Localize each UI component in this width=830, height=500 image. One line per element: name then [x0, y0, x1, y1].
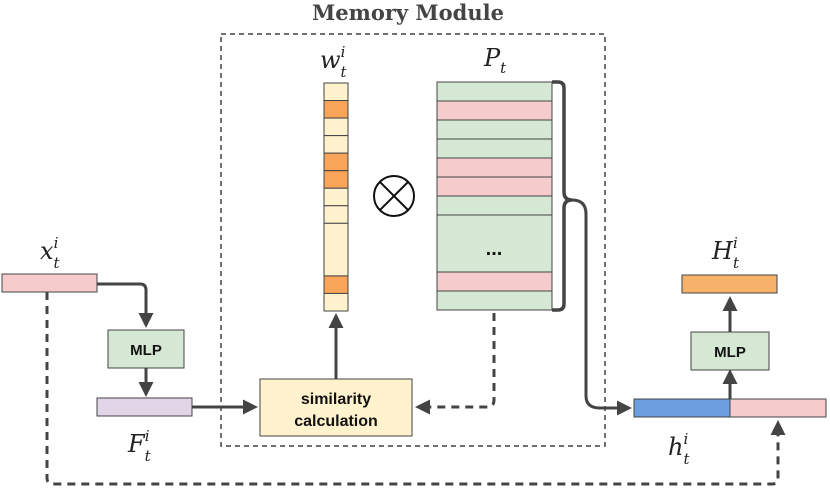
w-weights-label: wti	[320, 43, 348, 81]
weight-cell	[323, 222, 349, 277]
memory-to-similarity-arrow	[415, 313, 496, 415]
memory-row	[436, 119, 553, 140]
f-feature-bar	[96, 397, 193, 417]
h-hidden-bar-blue	[633, 398, 731, 418]
similarity-label-line1: similarity	[301, 391, 371, 408]
memory-row	[436, 176, 553, 197]
mlp-right-label: MLP	[714, 344, 746, 361]
memory-row	[436, 195, 553, 216]
p-memory-label: Pt	[483, 44, 507, 77]
weight-cell	[323, 117, 349, 137]
mlp-right-box	[690, 331, 770, 371]
weight-cell	[323, 275, 349, 294]
memory-row	[436, 290, 553, 311]
similarity-label-line2: calculation	[294, 413, 378, 430]
memory-row	[436, 138, 553, 159]
weight-cell	[323, 205, 349, 224]
weights-vector	[323, 82, 349, 312]
x-input-bar	[1, 273, 98, 293]
weight-cell	[323, 82, 349, 102]
x-input-label: xti	[40, 234, 61, 272]
weight-cell	[323, 152, 349, 172]
memory-to-h-arrow	[571, 198, 632, 416]
memory-brace	[552, 80, 573, 312]
f-feature-label: Fti	[127, 427, 152, 465]
memory-module-frame	[220, 33, 606, 447]
x-to-mlp-arrow	[97, 282, 154, 328]
weight-cell	[323, 292, 349, 312]
weight-cell	[323, 100, 349, 119]
otimes-circle	[373, 175, 415, 217]
memory-matrix	[436, 81, 553, 311]
H-output-bar	[681, 274, 778, 294]
memory-row	[436, 271, 553, 292]
memory-row	[436, 100, 553, 121]
h-hidden-bar-pink	[729, 398, 827, 418]
memory-row	[436, 157, 553, 178]
memory-module-title: Memory Module	[312, 0, 504, 25]
otimes-cross-b	[379, 181, 409, 211]
memory-ellipsis: ...	[486, 238, 503, 260]
H-output-label: Hti	[711, 234, 740, 272]
weight-cell	[323, 187, 349, 207]
weight-cell	[323, 170, 349, 189]
h-hidden-label: hti	[668, 430, 690, 468]
weight-cell	[323, 135, 349, 154]
memory-row	[436, 81, 553, 102]
x-skip-connection-arrow	[45, 292, 786, 486]
mlp-left-label: MLP	[130, 342, 162, 359]
